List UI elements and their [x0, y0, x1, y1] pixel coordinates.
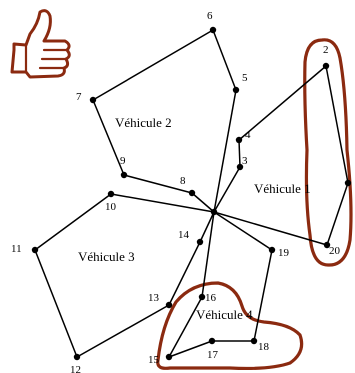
- route-4-edge-15-17: [168, 340, 213, 358]
- node-7: [89, 96, 97, 104]
- highlight-group-vehicle-1: [303, 38, 353, 267]
- node-19: [268, 246, 276, 254]
- node-4: [235, 136, 243, 144]
- route-2-edge-5-0: [213, 89, 237, 213]
- route-3-edge-14-13: [168, 241, 201, 306]
- route-nodes: [31, 26, 352, 361]
- node-label-6: 6: [207, 10, 213, 22]
- route-3-edge-0-14: [199, 211, 215, 243]
- node-2: [322, 62, 330, 70]
- node-label-9: 9: [120, 155, 126, 167]
- node-13: [165, 301, 173, 309]
- node-label-13: 13: [148, 292, 160, 304]
- vehicle-3-label: Véhicule 3: [78, 249, 135, 264]
- vehicle-2-label: Véhicule 2: [115, 115, 172, 130]
- thumbs-up-icon: [10, 9, 71, 79]
- route-3-edge-13-12: [76, 304, 170, 358]
- node-label-8: 8: [180, 175, 186, 187]
- vehicle-1-label: Véhicule 1: [254, 181, 311, 196]
- node-label-10: 10: [105, 201, 117, 213]
- node-6: [209, 26, 217, 34]
- route-4-edge-19-0: [213, 211, 273, 251]
- node-label-3: 3: [242, 155, 248, 167]
- route-1-edge-2-1: [325, 65, 349, 184]
- node-label-7: 7: [76, 91, 82, 103]
- node-label-4: 4: [245, 129, 251, 141]
- depot-node: [210, 208, 218, 216]
- node-label-14: 14: [178, 229, 190, 241]
- route-2-edge-8-9: [123, 174, 193, 194]
- node-8: [188, 189, 196, 197]
- node-label-15: 15: [148, 354, 160, 366]
- node-label-16: 16: [205, 292, 217, 304]
- route-2-edge-6-5: [212, 29, 237, 91]
- node-12: [73, 353, 81, 361]
- route-4-edge-18-19: [253, 249, 273, 342]
- route-1-edge-4-2: [238, 65, 327, 141]
- route-1-edge-0-3: [213, 166, 241, 213]
- node-label-2: 2: [323, 44, 329, 56]
- node-label-17: 17: [207, 349, 219, 361]
- route-3-edge-12-11: [34, 249, 78, 358]
- node-label-12: 12: [70, 364, 81, 373]
- route-2-edge-7-6: [92, 29, 214, 101]
- node-label-20: 20: [329, 245, 341, 257]
- route-1-edge-20-0: [213, 211, 328, 246]
- vehicle-4-label: Véhicule 4: [196, 307, 253, 322]
- node-15: [165, 353, 173, 361]
- route-2-edge-9-7: [92, 99, 125, 176]
- route-4-edge-16-15: [168, 296, 203, 358]
- node-18: [250, 337, 258, 345]
- node-label-5: 5: [242, 72, 248, 84]
- node-16: [198, 293, 206, 301]
- node-11: [31, 246, 39, 254]
- node-unlabeled: [344, 179, 352, 187]
- node-label-11: 11: [11, 243, 22, 255]
- route-labels: 2 3 4 5 6 7 8 9 10 11 12 13 14 15 16 17 18 19 20 Véhicule 1…: [11, 10, 341, 373]
- node-label-19: 19: [278, 247, 290, 259]
- route-3-edge-11-10: [34, 193, 112, 251]
- route-1-edge-1-20: [326, 182, 349, 246]
- node-10: [107, 190, 115, 198]
- node-9: [120, 171, 128, 179]
- route-edges: [34, 29, 349, 358]
- node-14: [196, 238, 204, 246]
- route-2-edge-0-8: [191, 192, 215, 213]
- node-5: [232, 86, 240, 94]
- route-4-edge-0-16: [201, 211, 215, 298]
- node-20: [323, 241, 331, 249]
- highlight-group-vehicle-4: [156, 281, 304, 371]
- route-1-edge-3-4: [238, 139, 241, 168]
- node-label-18: 18: [258, 341, 270, 353]
- node-17: [208, 337, 216, 345]
- node-3: [236, 163, 244, 171]
- route-3-edge-10-0: [110, 193, 215, 213]
